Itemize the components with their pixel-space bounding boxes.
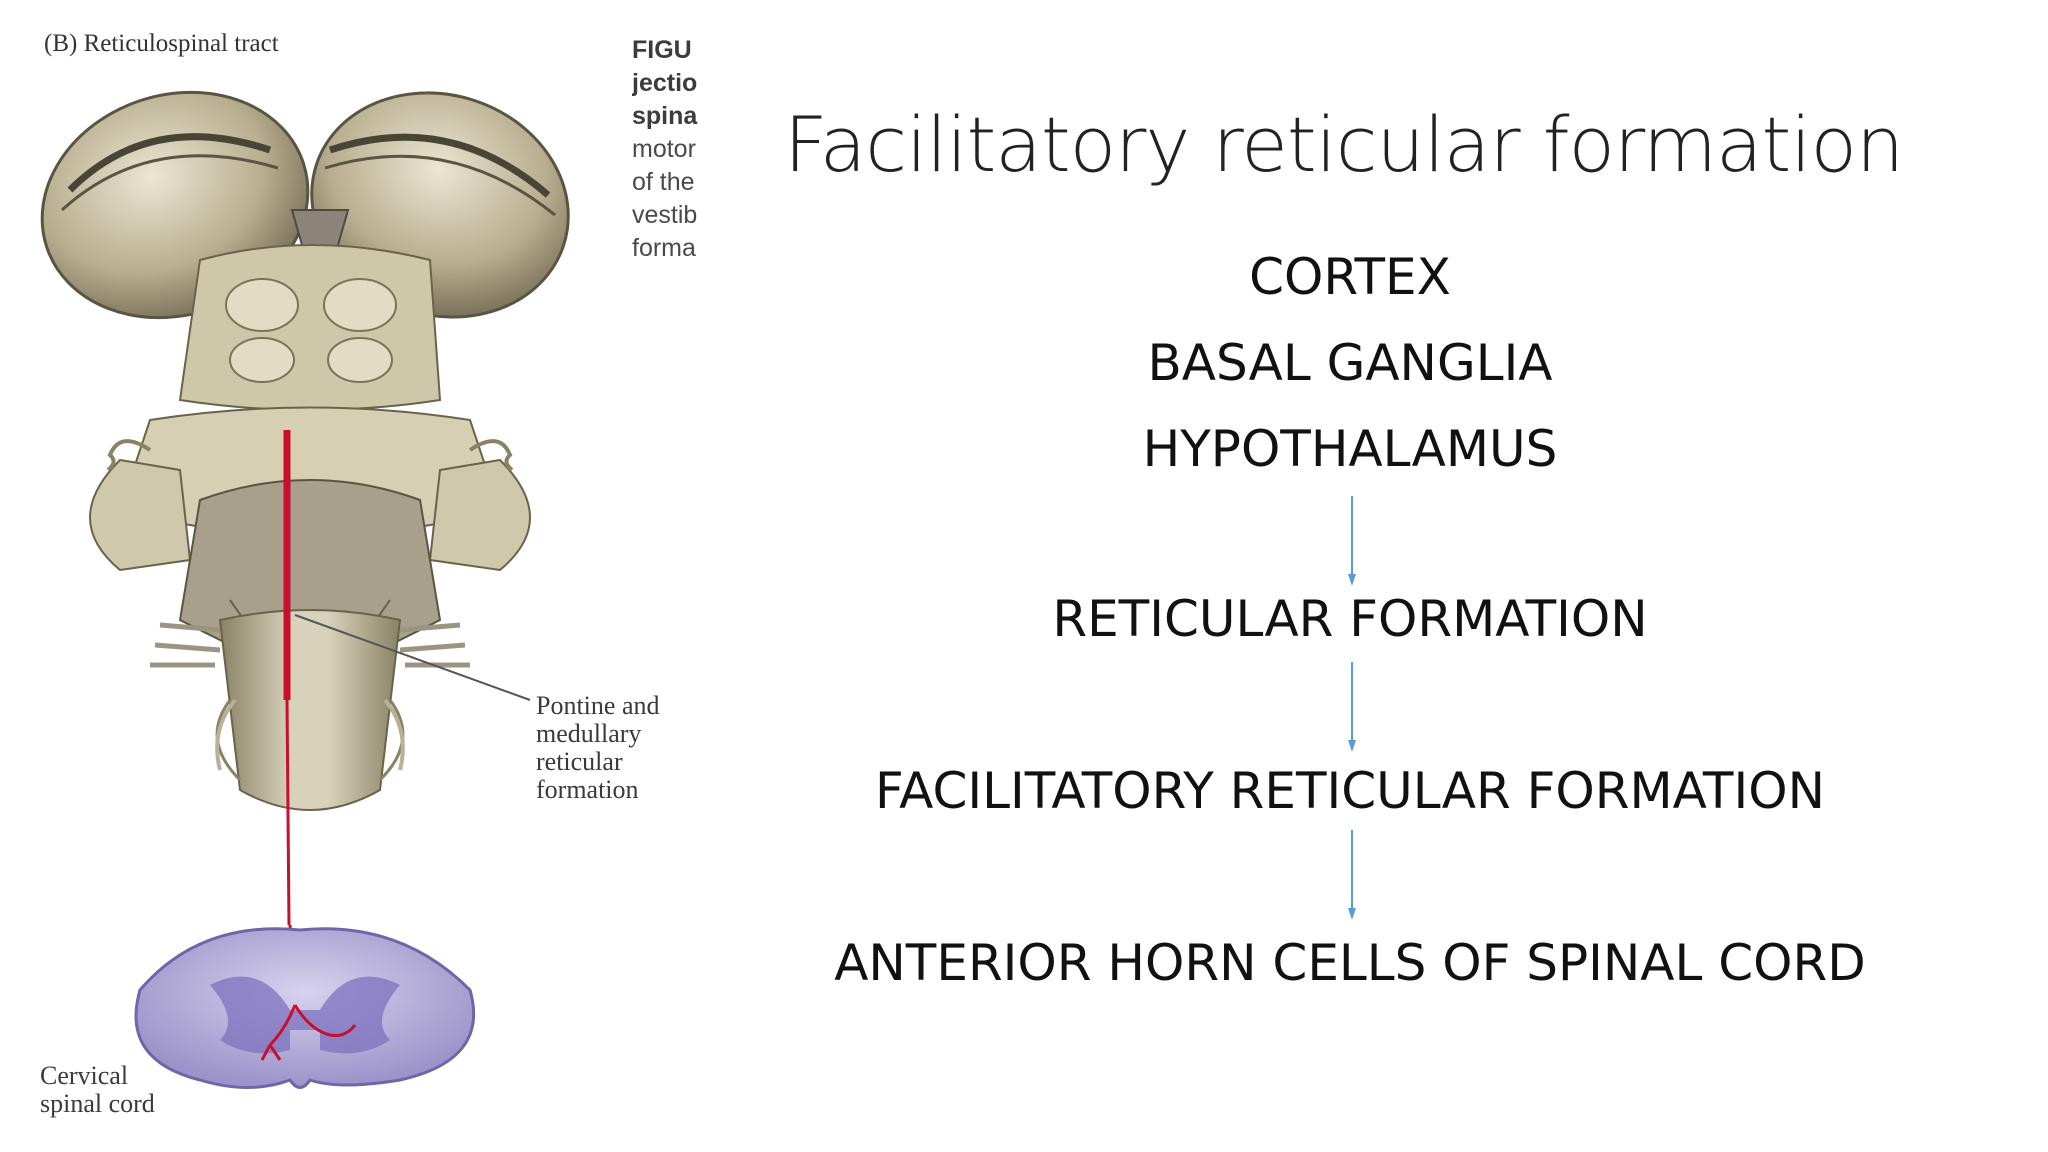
flow-arrow-1 <box>1348 496 1356 586</box>
flow-item-hypothalamus: HYPOTHALAMUS <box>1142 420 1558 478</box>
brainstem-illustration <box>40 90 570 1089</box>
flow-arrow-3 <box>1348 830 1356 920</box>
side-caption-line: motor <box>632 135 696 163</box>
flow-item-anterior-horn-cells: ANTERIOR HORN CELLS OF SPINAL CORD <box>834 934 1866 992</box>
side-caption-line: jectio <box>632 69 698 97</box>
flow-item-cortex: CORTEX <box>1249 248 1451 306</box>
figure-side-caption: FIGU jectio spina motor of the vestib fo… <box>632 34 708 264</box>
side-caption-line: vestib <box>632 201 698 229</box>
side-caption-line: spina <box>632 102 698 130</box>
flow-item-reticular-formation: RETICULAR FORMATION <box>1052 590 1648 648</box>
slide-title: Facilitatory reticular formation <box>784 100 1904 189</box>
side-caption-line: FIGU <box>632 36 692 64</box>
side-caption-line: forma <box>632 234 696 262</box>
side-caption-line: of the <box>632 168 695 196</box>
flow-item-facilitatory-reticular-formation: FACILITATORY RETICULAR FORMATION <box>875 762 1825 820</box>
flow-item-basal-ganglia: BASAL GANGLIA <box>1147 334 1553 392</box>
reticulospinal-figure: (B) Reticulospinal tract FIGU jectio spi… <box>0 0 720 1152</box>
flow-arrow-2 <box>1348 662 1356 752</box>
figure-panel-label: (B) Reticulospinal tract <box>44 30 279 57</box>
spinal-cord-section <box>134 927 476 1089</box>
label-cervical-spinal-cord: Cervical spinal cord <box>40 1061 155 1118</box>
label-reticular-formation: Pontine and medullary reticular formatio… <box>536 691 660 804</box>
